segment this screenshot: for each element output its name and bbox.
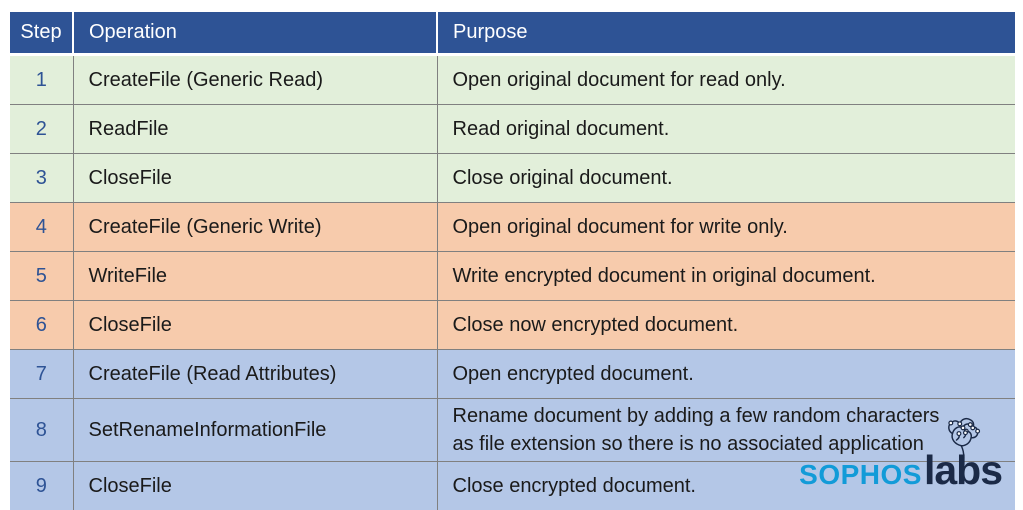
operation-cell: CloseFile xyxy=(73,154,437,203)
purpose-cell: Close original document. xyxy=(437,154,1015,203)
step-cell: 4 xyxy=(10,203,73,252)
step-cell: 1 xyxy=(10,55,73,105)
operation-cell: CloseFile xyxy=(73,301,437,350)
step-cell: 2 xyxy=(10,105,73,154)
brain-circuit-icon xyxy=(937,413,989,459)
purpose-cell: Write encrypted document in original doc… xyxy=(437,252,1015,301)
purpose-cell: Open original document for write only. xyxy=(437,203,1015,252)
operation-cell: CreateFile (Generic Read) xyxy=(73,55,437,105)
column-header-purpose: Purpose xyxy=(437,12,1015,55)
step-cell: 6 xyxy=(10,301,73,350)
column-header-step: Step xyxy=(10,12,73,55)
operation-cell: CloseFile xyxy=(73,462,437,510)
step-cell: 3 xyxy=(10,154,73,203)
operation-cell: CreateFile (Generic Write) xyxy=(73,203,437,252)
column-header-operation: Operation xyxy=(73,12,437,55)
step-cell: 7 xyxy=(10,350,73,399)
purpose-cell: Read original document. xyxy=(437,105,1015,154)
step-cell: 5 xyxy=(10,252,73,301)
purpose-cell: Open encrypted document. xyxy=(437,350,1015,399)
operation-cell: WriteFile xyxy=(73,252,437,301)
operation-cell: SetRenameInformationFile xyxy=(73,399,437,462)
step-cell: 9 xyxy=(10,462,73,510)
step-cell: 8 xyxy=(10,399,73,462)
purpose-cell: Close now encrypted document. xyxy=(437,301,1015,350)
sophoslabs-logo: SOPHOS labs xyxy=(799,450,1002,491)
operation-cell: ReadFile xyxy=(73,105,437,154)
operation-cell: CreateFile (Read Attributes) xyxy=(73,350,437,399)
logo-brand-text: SOPHOS xyxy=(799,461,922,489)
purpose-cell: Open original document for read only. xyxy=(437,55,1015,105)
